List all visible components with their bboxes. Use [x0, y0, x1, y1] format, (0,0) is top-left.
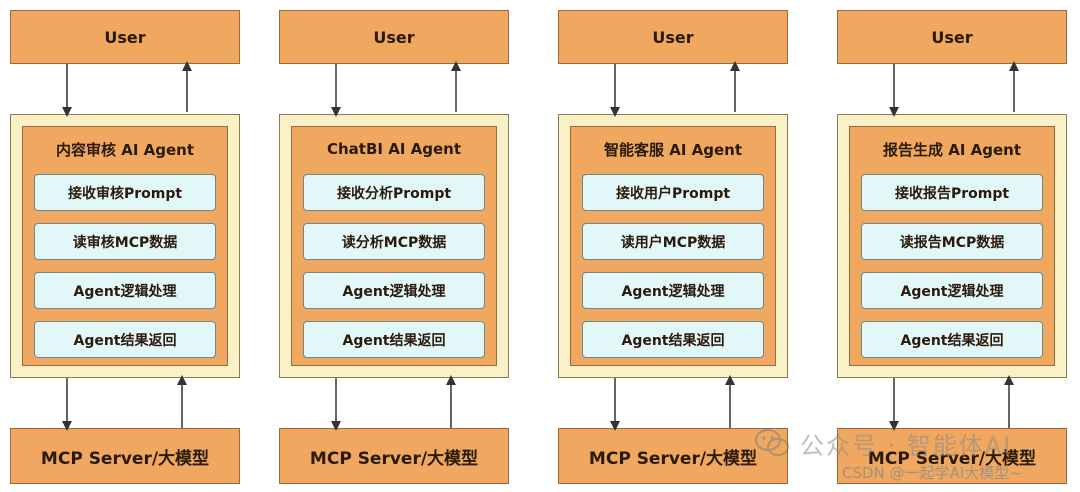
step-agent-result: Agent结果返回	[34, 321, 216, 358]
user-node: User	[837, 10, 1067, 64]
step-receive-prompt: 接收分析Prompt	[303, 174, 485, 211]
step-read-mcp-data: 读用户MCP数据	[582, 223, 764, 260]
user-node: User	[558, 10, 788, 64]
step-agent-result: Agent结果返回	[303, 321, 485, 358]
watermark-wechat-account: 公众号 · 智能体AI	[800, 432, 1013, 460]
agent-title: ChatBI AI Agent	[327, 140, 461, 158]
step-agent-logic: Agent逻辑处理	[582, 272, 764, 309]
user-node: User	[10, 10, 240, 64]
agent-title: 智能客服 AI Agent	[603, 140, 742, 159]
agent-column-content-review: User 内容审核 AI Agent 接收审核Prompt 读审核MCP数据 A…	[10, 0, 240, 492]
mcp-server-node: MCP Server/大模型	[558, 428, 788, 484]
mcp-server-node: MCP Server/大模型	[837, 428, 1067, 484]
agent-title: 报告生成 AI Agent	[882, 140, 1021, 159]
step-receive-prompt: 接收用户Prompt	[582, 174, 764, 211]
wechat-icon	[755, 429, 789, 456]
agent-title: 内容审核 AI Agent	[55, 140, 194, 159]
agent-column-chatbi: User ChatBI AI Agent 接收分析Prompt 读分析MCP数据…	[279, 0, 509, 492]
agent-column-report-generation: User 报告生成 AI Agent 接收报告Prompt 读报告MCP数据 A…	[837, 0, 1067, 492]
step-read-mcp-data: 读报告MCP数据	[861, 223, 1043, 260]
step-agent-result: Agent结果返回	[582, 321, 764, 358]
step-agent-logic: Agent逻辑处理	[34, 272, 216, 309]
step-agent-logic: Agent逻辑处理	[303, 272, 485, 309]
step-agent-logic: Agent逻辑处理	[861, 272, 1043, 309]
step-read-mcp-data: 读审核MCP数据	[34, 223, 216, 260]
agent-column-customer-service: User 智能客服 AI Agent 接收用户Prompt 读用户MCP数据 A…	[558, 0, 788, 492]
mcp-server-node: MCP Server/大模型	[279, 428, 509, 484]
watermark-csdn: CSDN @一起学AI大模型~	[842, 464, 1022, 482]
step-agent-result: Agent结果返回	[861, 321, 1043, 358]
mcp-server-node: MCP Server/大模型	[10, 428, 240, 484]
step-receive-prompt: 接收审核Prompt	[34, 174, 216, 211]
step-read-mcp-data: 读分析MCP数据	[303, 223, 485, 260]
step-receive-prompt: 接收报告Prompt	[861, 174, 1043, 211]
user-node: User	[279, 10, 509, 64]
